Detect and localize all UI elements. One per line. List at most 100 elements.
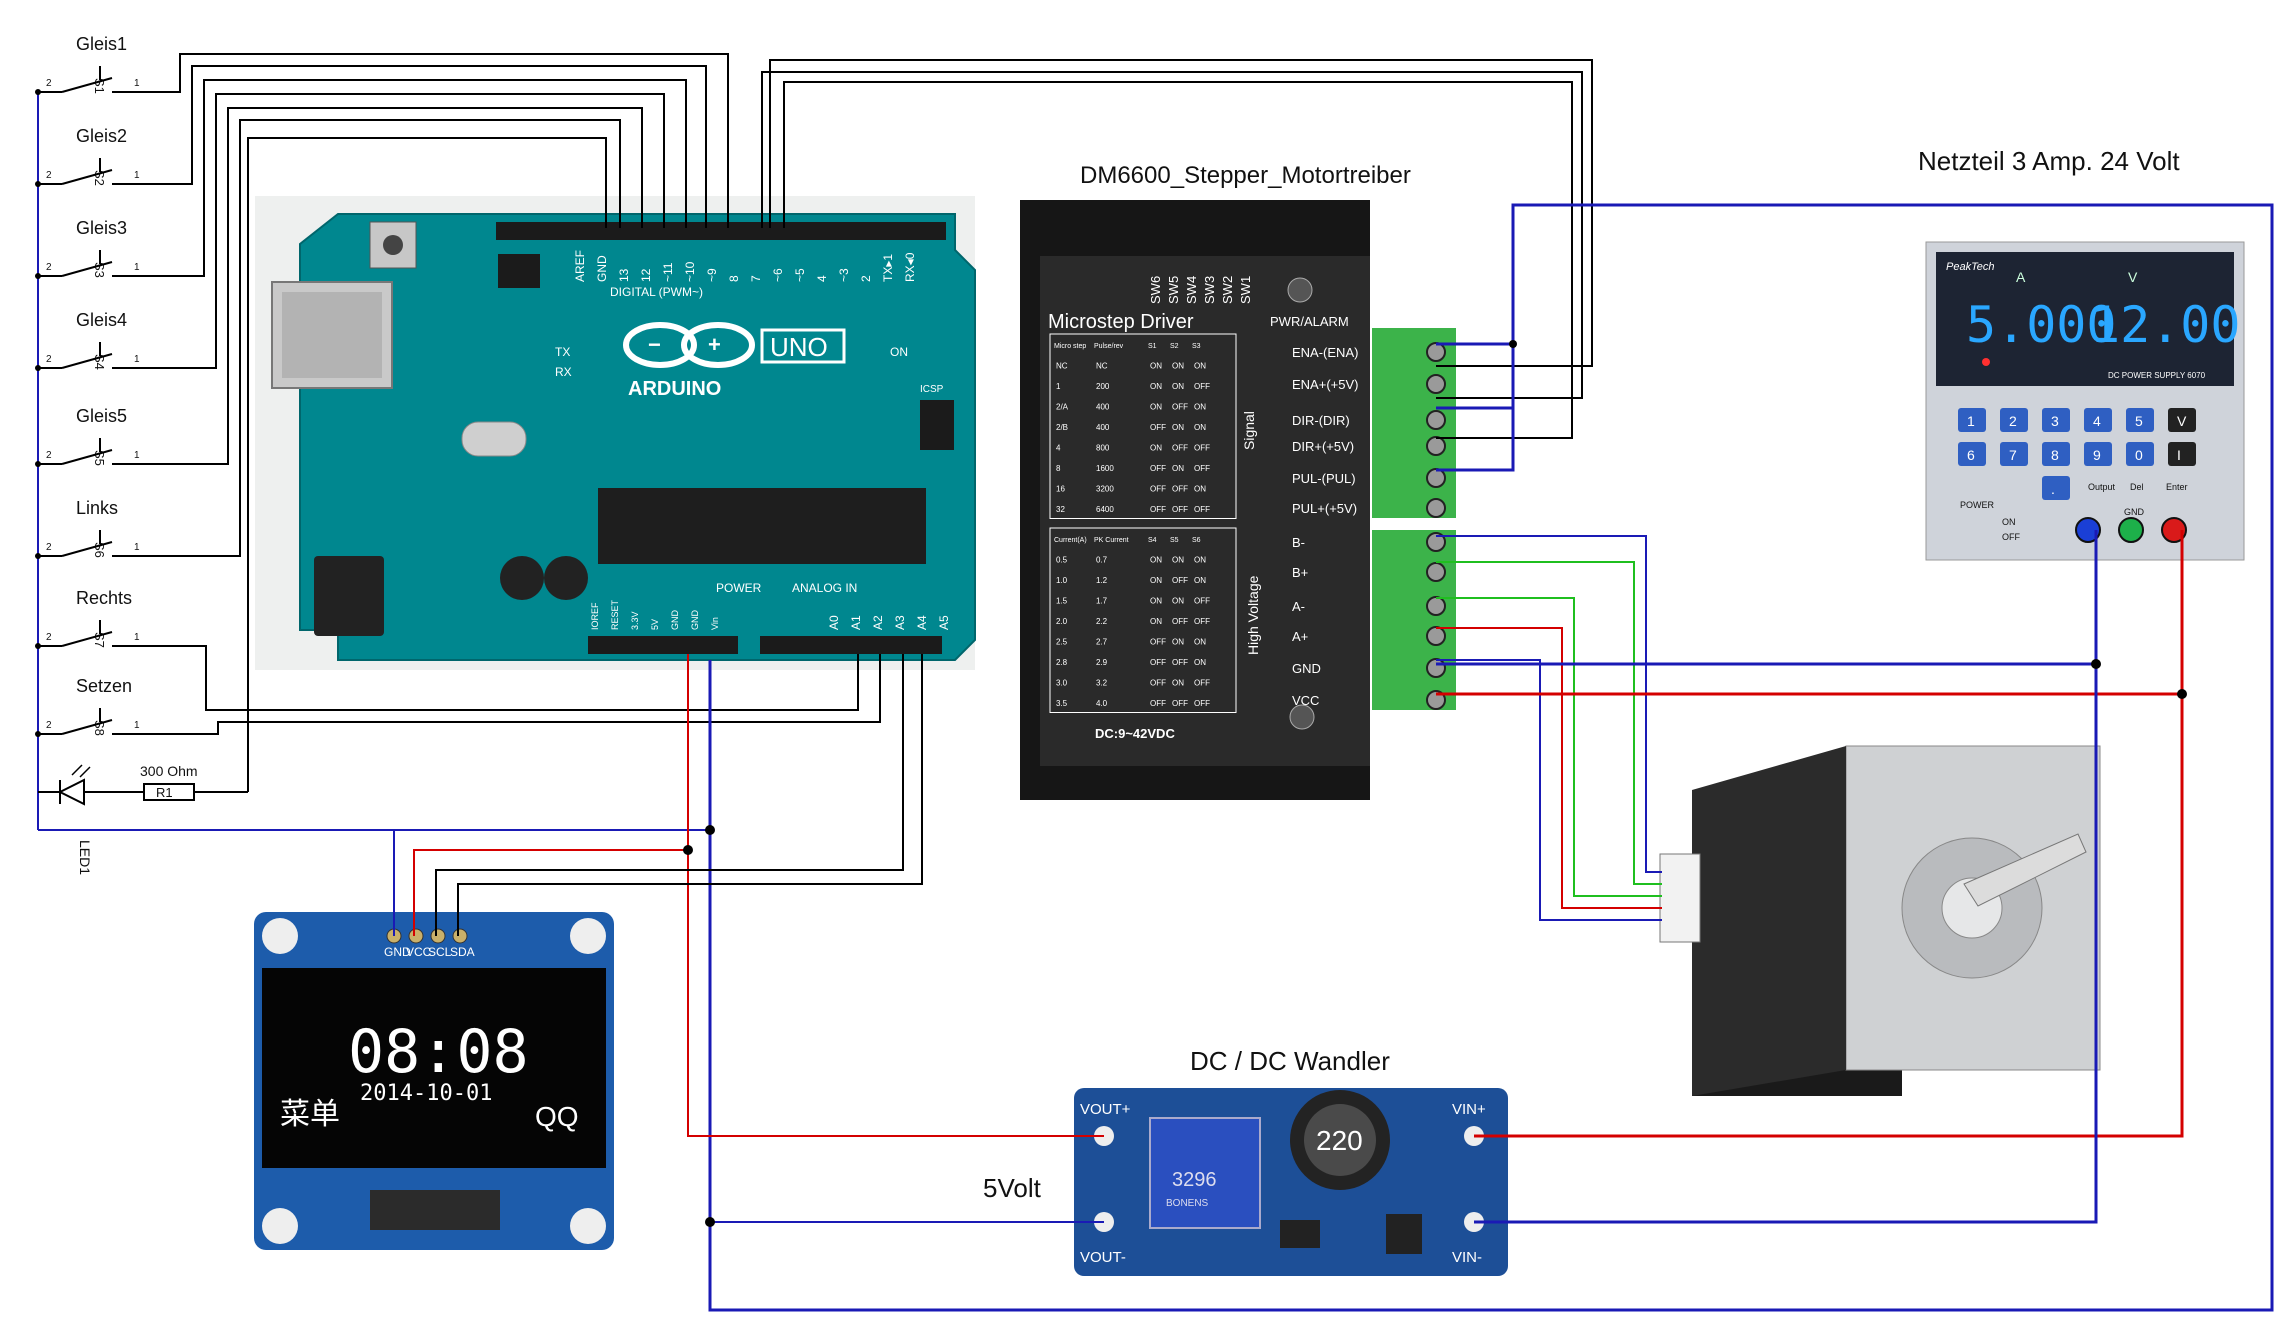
table-cell: ON [1172, 362, 1184, 371]
terminal-label: B- [1292, 535, 1305, 550]
terminal-label: PUL-(PUL) [1292, 471, 1356, 486]
psu-power-label: POWER [1960, 500, 1995, 510]
psu-key-label: 8 [2051, 447, 2059, 463]
junction-dot [35, 643, 41, 649]
pot-brand: BONENS [1166, 1198, 1209, 1209]
junction-dot [35, 461, 41, 467]
oled-pin-label: SDA [450, 945, 475, 959]
psu-key-label: 1 [1967, 413, 1975, 429]
dc-dc-converter: 220 3296 BONENS VOUT+ VOUT- VIN+ VIN- [1074, 1088, 1508, 1276]
psu-key-label: . [2051, 481, 2055, 497]
table-cell: NC [1056, 362, 1068, 371]
digital-pin-label: ~5 [793, 268, 807, 282]
table-cell: ON [1194, 362, 1206, 371]
oled-left-text: 菜单 [280, 1098, 340, 1131]
power-header [588, 636, 738, 654]
table-cell: 0.5 [1056, 556, 1068, 565]
table-cell: 16 [1056, 485, 1065, 494]
led-resistor-group: R1 300 Ohm LED1 [38, 763, 248, 875]
table-cell: 2/B [1056, 423, 1068, 432]
terminal-screw [1426, 532, 1446, 552]
psu-off-label: OFF [2002, 532, 2020, 542]
driver-terminals: ENA-(ENA)ENA+(+5V)DIR-(DIR)DIR+(+5V)PUL-… [1292, 342, 1446, 710]
oled-pin [430, 928, 446, 944]
table-cell: 1.5 [1056, 597, 1068, 606]
table-cell: 3200 [1096, 485, 1114, 494]
resistor-value: 300 Ohm [140, 763, 198, 779]
table-cell: OFF [1194, 464, 1210, 473]
table-cell: ON [1194, 485, 1206, 494]
dip-switch-label: SW1 [1238, 276, 1253, 304]
led-ref: LED1 [77, 840, 93, 875]
analog-pin-label: A1 [849, 615, 863, 630]
capacitor [500, 556, 544, 600]
capacitor [544, 556, 588, 600]
switch-contact [61, 541, 113, 557]
switch-pin-2: 2 [46, 720, 52, 731]
psu-key-label: 0 [2135, 447, 2143, 463]
table-cell: OFF [1150, 464, 1166, 473]
analog-pin-label: A3 [893, 615, 907, 630]
power-supply: PeakTech A V 5.000 12.00 DC POWER SUPPLY… [1925, 241, 2245, 561]
oled-pin-label: VCC [406, 945, 432, 959]
psu-key [2084, 408, 2112, 432]
psu-key-label: 5 [2135, 413, 2143, 429]
dip-switch-label: SW3 [1202, 276, 1217, 304]
terminal-screw [1426, 658, 1446, 678]
table-border [1049, 333, 1237, 519]
psu-key [2000, 442, 2028, 466]
digital-pin-label: ~6 [771, 268, 785, 282]
psu-key-label: 4 [2093, 413, 2101, 429]
terminal-label: GND [1292, 661, 1321, 676]
dip-switch-label: SW4 [1184, 276, 1199, 304]
table-cell: OFF [1150, 699, 1166, 708]
digital-pin-label: 4 [815, 275, 829, 282]
digital-header [496, 222, 946, 240]
dc-jack [314, 556, 384, 636]
terminal-label: ENA+(+5V) [1292, 377, 1358, 392]
table-cell: ON [1150, 403, 1162, 412]
switch-signal-wire [140, 645, 859, 711]
table-header-cell: Current(A) [1054, 537, 1087, 544]
terminal-screw [1426, 626, 1446, 646]
psu-v-unit: V [2128, 269, 2138, 285]
switch-pin-2: 2 [46, 632, 52, 643]
table-cell: 400 [1096, 403, 1110, 412]
svg-text:+: + [708, 332, 721, 357]
psu-key [2042, 408, 2070, 432]
alarm-label: PWR/ALARM [1270, 314, 1349, 329]
psu-gnd-label: GND [2124, 507, 2145, 517]
table-cell: ON [1194, 403, 1206, 412]
psu-enter-label: Enter [2166, 482, 2188, 492]
switch-pin-1: 1 [134, 78, 140, 89]
psu-key-label: I [2177, 447, 2181, 463]
switch-label: Setzen [76, 676, 132, 696]
switch-pin-2: 2 [46, 78, 52, 89]
switch-label: Gleis5 [76, 406, 127, 426]
table-cell: OFF [1150, 485, 1166, 494]
table-cell: 1600 [1096, 464, 1114, 473]
table-cell: 1.2 [1096, 576, 1108, 585]
table-header-cell: S3 [1192, 343, 1201, 350]
digital-pin-label: 2 [859, 275, 873, 282]
psu-current-display: 5.000 [1966, 296, 2117, 354]
switch-pin-1: 1 [134, 542, 140, 553]
table-header-cell: S1 [1148, 343, 1157, 350]
digital-pin-label: 8 [727, 275, 741, 282]
table-cell: ON [1194, 576, 1206, 585]
psu-key-label: 6 [1967, 447, 1975, 463]
table-cell: OFF [1150, 679, 1166, 688]
power-pin-label: IOREF [590, 602, 600, 630]
digital-pin-label: AREF [573, 250, 587, 282]
switch-signal-wire [140, 654, 881, 735]
vout-plus-label: VOUT+ [1080, 1101, 1131, 1118]
oled-pin [408, 928, 424, 944]
icsp-label: ICSP [920, 384, 944, 395]
switch-pin-1: 1 [134, 354, 140, 365]
table-cell: 1.0 [1056, 576, 1068, 585]
terminal-label: B+ [1292, 565, 1308, 580]
power-pin-label: 3.3V [630, 611, 640, 630]
